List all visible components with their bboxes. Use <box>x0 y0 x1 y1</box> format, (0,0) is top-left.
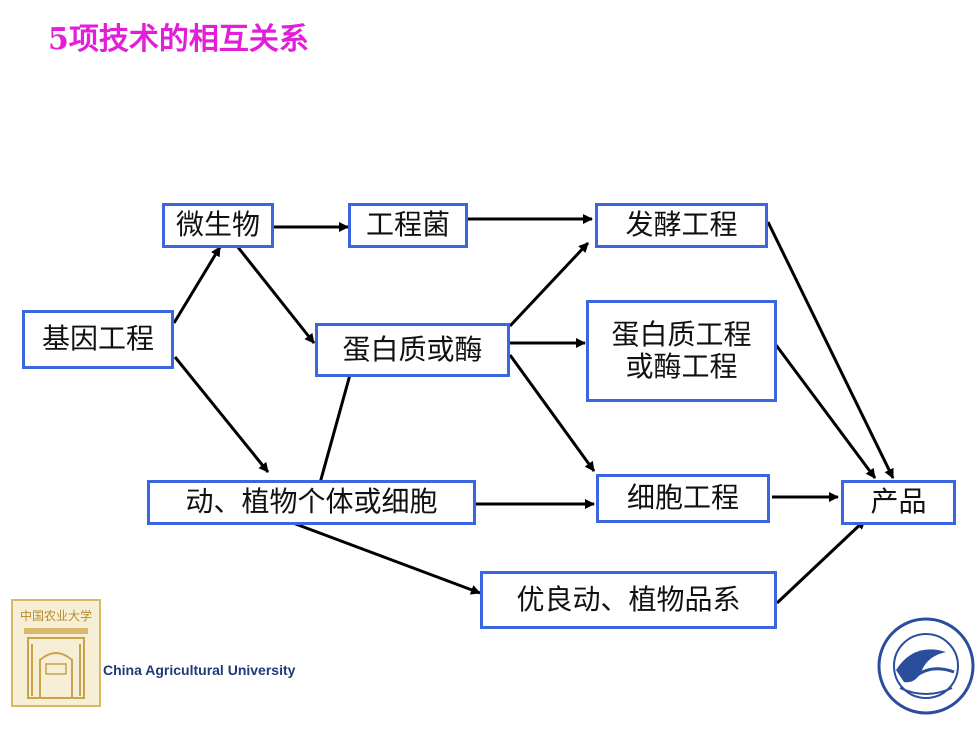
arrow-gene-to-microbe <box>172 246 222 324</box>
protein-engineering-line-2: 或酶工程 <box>625 350 738 383</box>
node-protein-engineering: 蛋白质工程 或酶工程 <box>586 300 777 402</box>
arrow-protein-to-cell-engineering <box>508 354 596 472</box>
arrow-fine-breeds-to-product <box>775 518 867 605</box>
svg-text:中国农业大学: 中国农业大学 <box>20 608 92 623</box>
arrow-protein-engineering-to-product <box>774 344 877 479</box>
node-protein-or-enzyme: 蛋白质或酶 <box>315 323 510 377</box>
arrow-microbe-to-protein <box>235 245 316 344</box>
cau-gate-logo: 中国农业大学 <box>11 599 101 707</box>
arrow-organism-to-fine-breeds <box>292 521 481 595</box>
protein-engineering-line-1: 蛋白质工程 <box>611 317 752 351</box>
college-of-engineering-seal <box>877 617 975 715</box>
node-organism-or-cell: 动、植物个体或细胞 <box>147 480 476 525</box>
arrow-gene-to-organism <box>173 356 270 473</box>
university-name: China Agricultural University <box>103 662 296 678</box>
node-gene-engineering: 基因工程 <box>22 310 174 369</box>
node-engineered-bacteria: 工程菌 <box>348 203 468 248</box>
node-fermentation-engineering: 发酵工程 <box>595 203 768 248</box>
arrow-fermentation-to-product <box>766 221 895 479</box>
node-fine-breeds: 优良动、植物品系 <box>480 571 777 629</box>
node-cell-engineering: 细胞工程 <box>596 474 770 523</box>
arrow-protein-to-fermentation <box>508 241 590 328</box>
node-product: 产品 <box>841 480 956 525</box>
node-microbe: 微生物 <box>162 203 274 248</box>
page-title: 5项技术的相互关系 <box>48 22 309 57</box>
